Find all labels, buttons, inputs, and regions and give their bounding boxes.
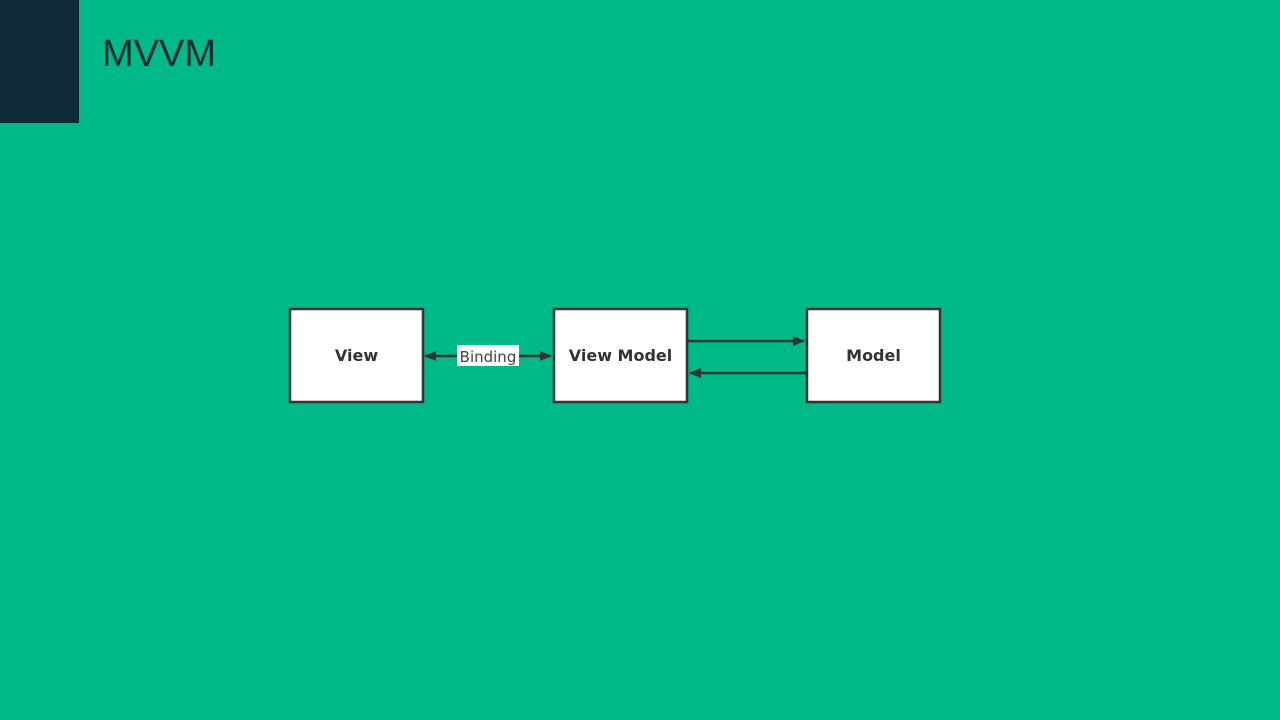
edge-binding-label-bg — [457, 345, 519, 366]
node-view: View — [288, 307, 425, 404]
node-view-model-box — [552, 307, 689, 404]
title-accent-block — [0, 0, 79, 123]
node-view-model: View Model — [552, 307, 689, 404]
slide-title: MVVM — [102, 33, 216, 75]
node-view-box — [288, 307, 425, 404]
node-view-model-label: View Model — [569, 346, 673, 365]
edge-binding: Binding — [424, 345, 552, 366]
node-model-label: Model — [846, 346, 901, 365]
edge-binding-label: Binding — [460, 348, 517, 366]
node-model: Model — [805, 307, 942, 404]
node-view-label: View — [335, 346, 378, 365]
node-model-box — [805, 307, 942, 404]
